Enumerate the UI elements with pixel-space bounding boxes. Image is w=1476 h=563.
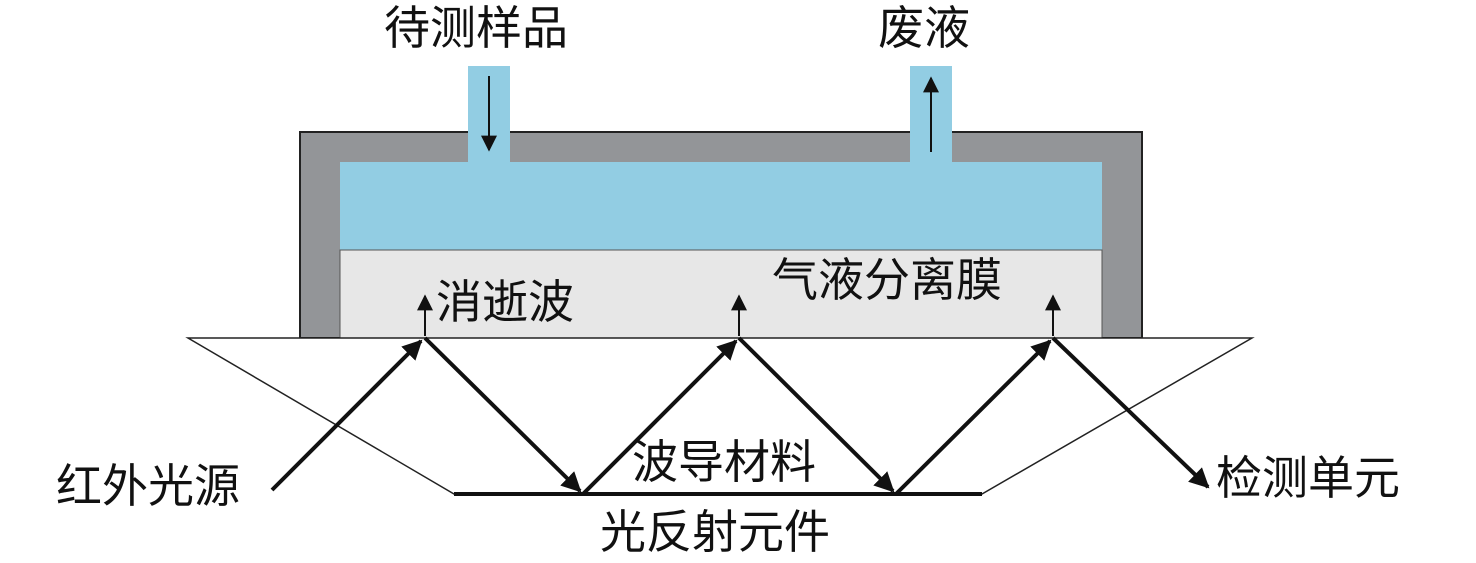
light-ray-6 bbox=[1051, 336, 1210, 489]
label-waste: 废液 bbox=[878, 1, 970, 55]
light-ray-4 bbox=[737, 336, 895, 493]
label-membrane: 气液分离膜 bbox=[772, 253, 1002, 307]
label-reflector: 光反射元件 bbox=[600, 505, 830, 559]
light-ray-3 bbox=[581, 339, 738, 496]
light-ray-1 bbox=[270, 339, 423, 492]
light-ray-2 bbox=[423, 336, 582, 493]
liquid-chamber bbox=[340, 162, 1102, 250]
label-ir-source: 红外光源 bbox=[56, 459, 240, 513]
label-sample-in: 待测样品 bbox=[384, 1, 568, 55]
label-waveguide-material: 波导材料 bbox=[632, 435, 816, 489]
label-evanescent-wave: 消逝波 bbox=[436, 275, 574, 329]
label-detector: 检测单元 bbox=[1216, 451, 1400, 505]
gas-liquid-membrane bbox=[339, 249, 1103, 339]
light-ray-5 bbox=[894, 339, 1052, 496]
